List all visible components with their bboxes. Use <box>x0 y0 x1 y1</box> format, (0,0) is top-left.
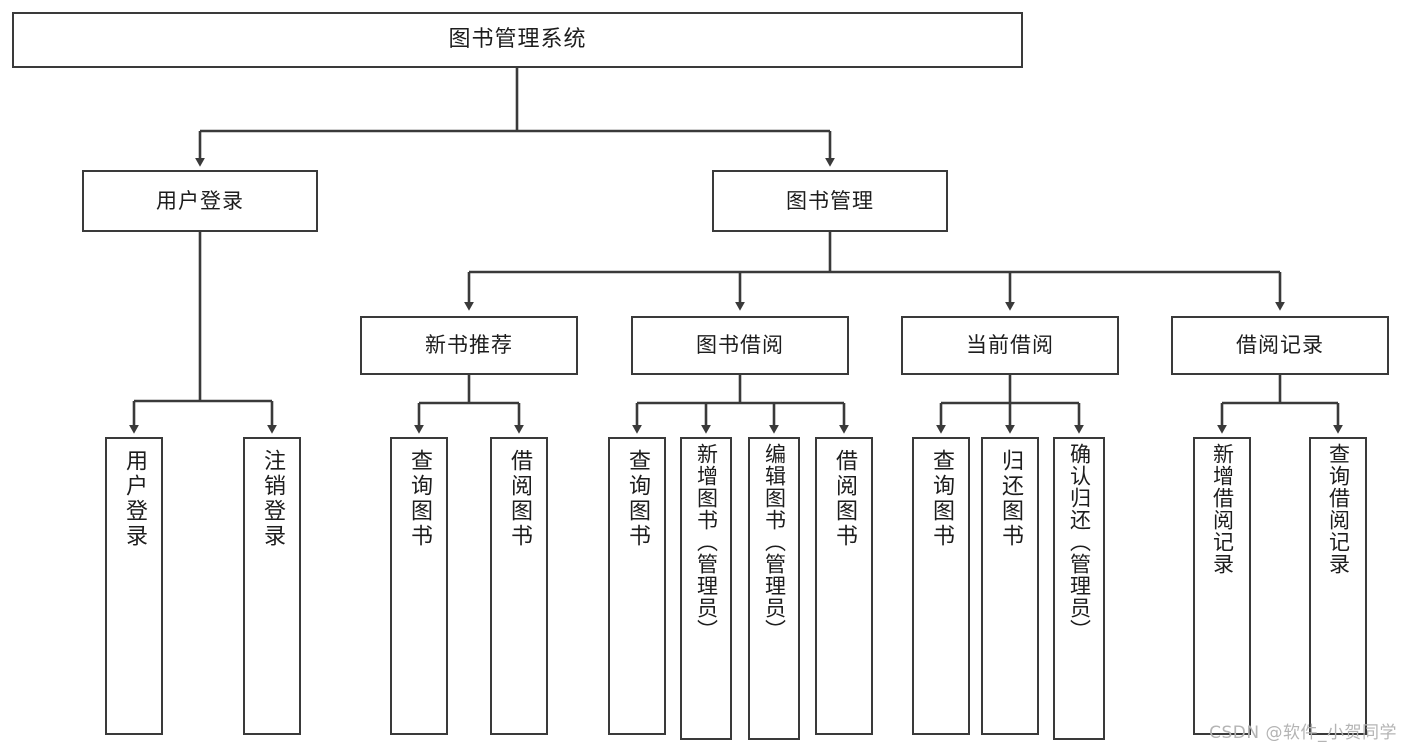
node-label: 注销登录 <box>260 449 285 549</box>
node-label: 新书推荐 <box>425 333 513 358</box>
node-label: 图书管理系统 <box>448 27 587 53</box>
node-leaf-return-book[interactable]: 归还图书 <box>981 437 1039 735</box>
node-current-borrow[interactable]: 当前借阅 <box>901 316 1119 375</box>
node-label: 图书管理 <box>786 188 874 213</box>
node-label: 确认归还（管理员） <box>1067 443 1092 641</box>
node-leaf-confirm-return[interactable]: 确认归还（管理员） <box>1053 437 1105 740</box>
csdn-watermark: CSDN @软件_小贺同学 <box>1209 723 1397 743</box>
node-leaf-edit-book[interactable]: 编辑图书（管理员） <box>748 437 800 740</box>
node-leaf-borrow-book-2[interactable]: 借阅图书 <box>815 437 873 735</box>
node-label: 查询图书 <box>625 449 650 549</box>
node-user-login[interactable]: 用户登录 <box>82 170 318 232</box>
node-label: 借阅图书 <box>507 449 532 549</box>
node-leaf-add-record[interactable]: 新增借阅记录 <box>1193 437 1251 735</box>
node-leaf-borrow-book-1[interactable]: 借阅图书 <box>490 437 548 735</box>
node-label: 借阅记录 <box>1236 333 1324 358</box>
node-label: 当前借阅 <box>966 333 1054 358</box>
node-label: 新增图书（管理员） <box>694 443 719 641</box>
node-book-borrow[interactable]: 图书借阅 <box>631 316 849 375</box>
node-label: 借阅图书 <box>832 449 857 549</box>
node-label: 新增借阅记录 <box>1210 443 1235 575</box>
node-label: 查询借阅记录 <box>1326 443 1351 575</box>
node-label: 图书借阅 <box>696 333 784 358</box>
node-leaf-query-record[interactable]: 查询借阅记录 <box>1309 437 1367 735</box>
node-label: 编辑图书（管理员） <box>762 443 787 641</box>
node-label: 查询图书 <box>929 449 954 549</box>
node-leaf-query-book-3[interactable]: 查询图书 <box>912 437 970 735</box>
node-label: 查询图书 <box>407 449 432 549</box>
node-label: 归还图书 <box>998 449 1023 549</box>
node-book-management[interactable]: 图书管理 <box>712 170 948 232</box>
node-leaf-user-login[interactable]: 用户登录 <box>105 437 163 735</box>
node-borrow-record[interactable]: 借阅记录 <box>1171 316 1389 375</box>
node-leaf-user-logout[interactable]: 注销登录 <box>243 437 301 735</box>
node-leaf-query-book-2[interactable]: 查询图书 <box>608 437 666 735</box>
node-new-book-recommend[interactable]: 新书推荐 <box>360 316 578 375</box>
node-leaf-add-book[interactable]: 新增图书（管理员） <box>680 437 732 740</box>
node-root-system[interactable]: 图书管理系统 <box>12 12 1023 68</box>
node-leaf-query-book-1[interactable]: 查询图书 <box>390 437 448 735</box>
node-label: 用户登录 <box>122 449 147 549</box>
node-label: 用户登录 <box>156 188 244 213</box>
